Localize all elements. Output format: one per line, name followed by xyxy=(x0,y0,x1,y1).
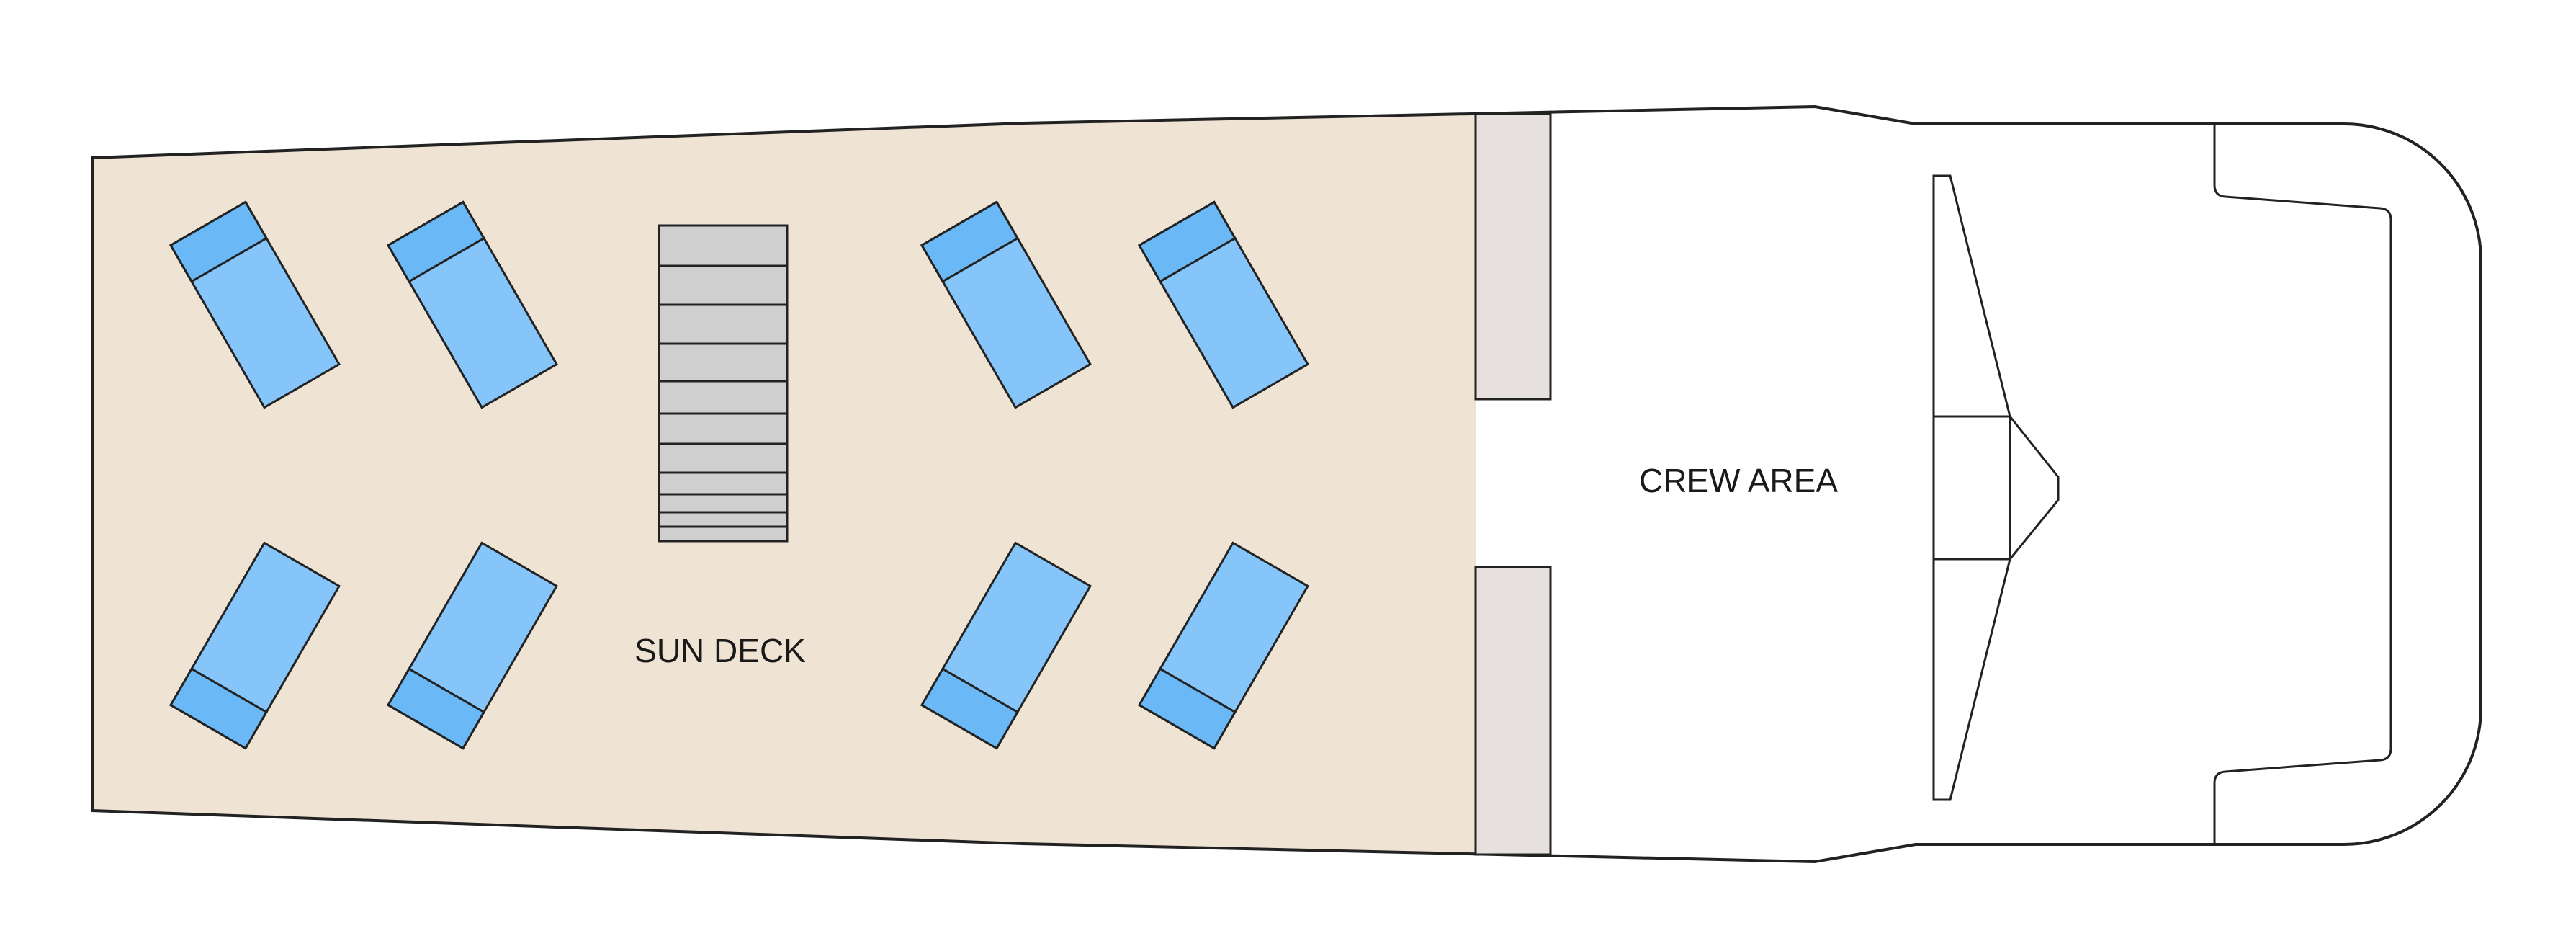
bow-inner-outline xyxy=(2213,124,2392,844)
sun-lounger xyxy=(386,200,559,409)
console-nose xyxy=(2009,413,2060,563)
lounger-headrest xyxy=(386,667,486,750)
crew-area-label: CREW AREA xyxy=(1639,462,1838,499)
sun-lounger xyxy=(1137,541,1310,750)
sun-deck-area xyxy=(92,114,1510,855)
console-wing-bottom xyxy=(1932,558,2011,801)
lounger-headrest xyxy=(169,667,269,750)
lounger-headrest xyxy=(1137,667,1237,750)
console-center xyxy=(1932,415,2011,561)
sun-lounger xyxy=(386,541,559,750)
sun-lounger xyxy=(169,541,341,750)
pillar-bottom xyxy=(1474,566,1552,856)
console-wing-top xyxy=(1932,174,2011,418)
sun-deck-label: SUN DECK xyxy=(634,632,806,669)
lounger-headrest xyxy=(920,200,1020,283)
staircase xyxy=(658,224,789,543)
pillar-top xyxy=(1474,112,1552,401)
lounger-headrest xyxy=(920,667,1020,750)
helm-console xyxy=(1932,174,2060,801)
sun-lounger xyxy=(169,200,341,409)
sun-lounger xyxy=(920,541,1092,750)
hull-outline xyxy=(91,104,2482,864)
stair-block xyxy=(658,224,789,543)
lounger-headrest xyxy=(169,200,269,283)
lounger-headrest xyxy=(386,200,486,283)
sun-lounger xyxy=(1137,200,1310,409)
lounger-headrest xyxy=(1137,200,1237,283)
sun-lounger xyxy=(920,200,1092,409)
